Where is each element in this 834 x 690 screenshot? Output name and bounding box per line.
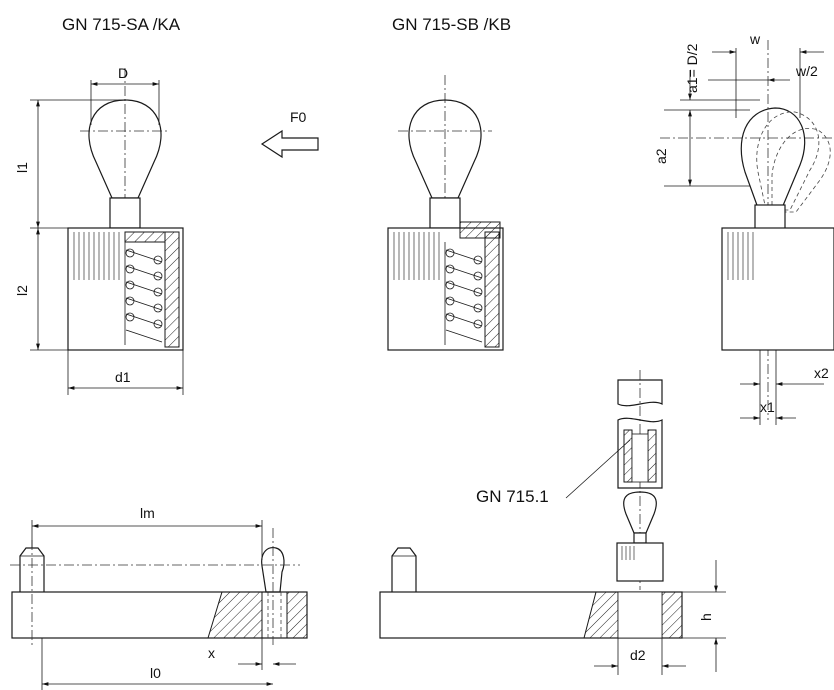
spring-center — [444, 242, 483, 345]
force-arrow: F0 — [260, 109, 319, 159]
dim-l2: l2 — [14, 285, 30, 296]
dim-x2: x2 — [814, 365, 829, 381]
dim-D: D — [118, 65, 128, 81]
indexing-plunger-sa-view: D l1 l2 d1 — [14, 65, 184, 395]
dim-w: w — [749, 31, 761, 47]
plate-left: lm l0 x — [10, 505, 308, 690]
indexing-plunger-sb-view — [387, 75, 504, 351]
knurl-lines-right — [727, 232, 754, 280]
plate-center: h d2 — [379, 547, 726, 675]
label-gn-715-1: GN 715.1 — [476, 487, 549, 506]
dim-x: x — [208, 645, 215, 661]
dim-w-half: w/2 — [795, 63, 818, 79]
dim-l1: l1 — [14, 162, 30, 173]
dim-d1: d1 — [115, 369, 131, 385]
dim-h: h — [698, 613, 714, 621]
dim-lm: lm — [140, 505, 155, 521]
dim-a1: a1= D/2 — [684, 43, 700, 93]
spring-left — [124, 242, 163, 345]
dim-a2: a2 — [653, 148, 669, 164]
title-left: GN 715-SA /KA — [62, 15, 181, 34]
title-center: GN 715-SB /KB — [392, 15, 511, 34]
indexing-plunger-tilt-view: w w/2 a1= D/2 a2 x2 x1 — [653, 31, 834, 425]
bushing-gn-715-1: GN 715.1 — [476, 370, 664, 590]
knurl-lines-center — [393, 232, 440, 280]
dim-F0: F0 — [290, 109, 307, 125]
dim-d2: d2 — [630, 647, 646, 663]
knurl-lines-left — [73, 232, 120, 280]
dim-x1: x1 — [760, 399, 775, 415]
dim-l0: l0 — [150, 665, 161, 681]
